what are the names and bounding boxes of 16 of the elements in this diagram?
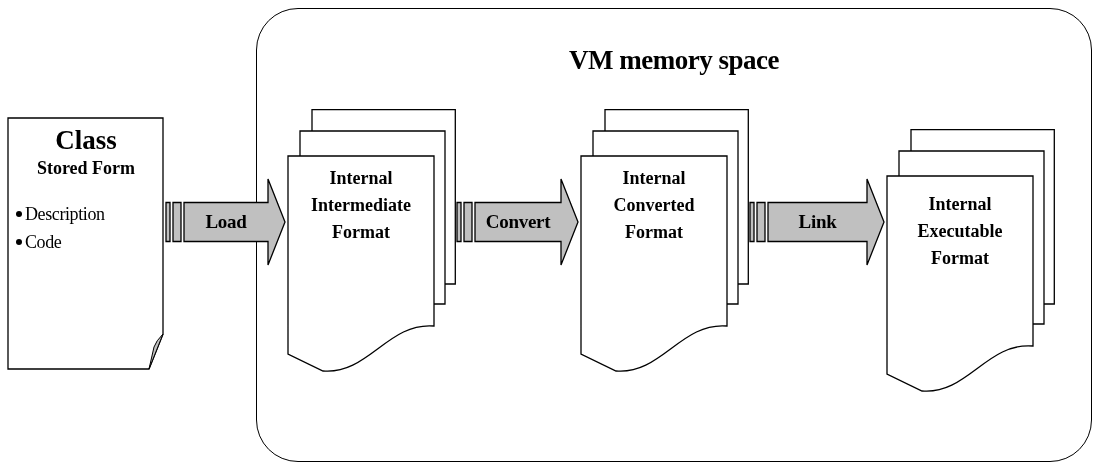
block-arrow: [749, 178, 885, 266]
list-item: Code: [25, 231, 62, 253]
list-item: Description: [25, 203, 105, 225]
edge-label: Convert: [485, 211, 551, 233]
block-arrow: [165, 178, 286, 266]
document-label: Internal Intermediate Format: [310, 167, 412, 244]
document-subtitle: Stored Form: [35, 157, 137, 180]
document-page: [8, 118, 164, 369]
document-title: Class: [54, 124, 118, 156]
memory-region: [256, 8, 1092, 462]
document-label: Internal Converted Format: [612, 167, 696, 244]
document-label: Internal Executable Format: [916, 193, 1004, 270]
block-arrow: [456, 178, 579, 266]
edge-label: Link: [798, 211, 837, 233]
region-title: VM memory space: [568, 45, 780, 76]
edge-label: Load: [205, 211, 247, 233]
